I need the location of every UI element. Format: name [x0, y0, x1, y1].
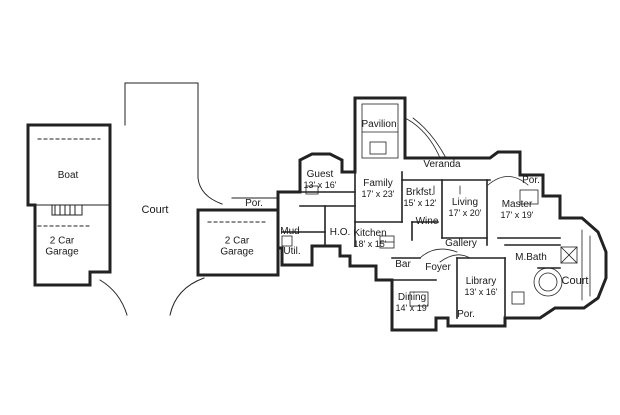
room-veranda-label: Veranda — [423, 158, 461, 171]
court-right-label: Court — [561, 275, 589, 288]
court-center-label: Court — [141, 204, 169, 217]
room-name: Foyer — [425, 261, 451, 273]
room-name: Family — [363, 178, 393, 190]
interior-walls — [281, 171, 561, 319]
room-name: Library — [465, 276, 497, 288]
room-name: Gallery — [445, 237, 477, 249]
room-size: 17' x 19' — [500, 209, 534, 220]
room-living-label: Living 17' x 20' — [449, 198, 482, 218]
room-name: 2 Car — [49, 235, 75, 247]
room-boat-label: Boat — [57, 169, 79, 182]
room-mud-label: Mud — [280, 225, 300, 238]
room-name: Por. — [522, 174, 540, 186]
room-size: 13' x 16' — [303, 179, 337, 190]
room-por-master-label: Por. — [522, 174, 540, 187]
room-garage-right-label: 2 Car Garage — [220, 235, 254, 258]
room-name: Util. — [283, 245, 301, 257]
room-size: 18' x 15' — [353, 238, 387, 249]
right-garage-building — [196, 208, 280, 277]
room-garage-left-label: 2 Car Garage — [45, 235, 79, 258]
room-name: Mud — [280, 225, 300, 237]
room-name: Court — [561, 275, 589, 288]
room-name: Por. — [245, 197, 263, 209]
room-name: H.O. — [329, 226, 351, 238]
room-master-label: Master 17' x 19' — [501, 200, 534, 220]
room-name: Brkfst. — [405, 187, 435, 199]
room-name: Wine — [415, 215, 439, 227]
room-brkfst-label: Brkfst. 15' x 12' — [404, 188, 437, 208]
room-wine-label: Wine — [415, 215, 439, 228]
room-por-left-label: Por. — [245, 197, 263, 210]
room-name: Pavilion — [361, 118, 397, 130]
room-name: Boat — [57, 169, 79, 181]
room-size: 13' x 16' — [464, 286, 498, 297]
room-name: Kitchen — [353, 228, 387, 240]
room-pavilion-label: Pavilion — [361, 118, 397, 131]
room-size: 17' x 20' — [448, 207, 482, 218]
room-size: 15' x 12' — [403, 197, 437, 208]
room-bar-label: Bar — [395, 258, 411, 271]
room-name: Guest — [306, 169, 334, 181]
room-name: Living — [451, 197, 479, 209]
main-house-outline — [276, 96, 608, 332]
room-name-line2: Garage — [45, 246, 79, 257]
room-por-bottom-label: Por. — [457, 308, 475, 321]
detail-lines — [281, 103, 591, 307]
room-library-label: Library 13' x 16' — [465, 277, 498, 297]
room-name: M.Bath — [515, 251, 547, 263]
room-size: 14' x 19' — [395, 302, 429, 313]
room-gallery-label: Gallery — [445, 237, 477, 250]
room-name: Master — [501, 199, 533, 211]
driveway-outline — [99, 82, 223, 316]
room-name: Por. — [457, 308, 475, 320]
room-name: Court — [141, 204, 169, 217]
room-name: Dining — [397, 292, 427, 304]
room-guest-label: Guest 13' x 16' — [304, 170, 337, 190]
room-foyer-label: Foyer — [425, 261, 451, 274]
room-family-label: Family 17' x 23' — [362, 179, 395, 199]
room-name: Veranda — [423, 158, 461, 170]
room-kitchen-label: Kitchen 18' x 15' — [353, 229, 386, 249]
room-name: Bar — [395, 258, 411, 270]
room-size: 17' x 23' — [361, 188, 395, 199]
room-ho-label: H.O. — [329, 226, 351, 239]
room-mbath-label: M.Bath — [515, 251, 547, 264]
room-name-line2: Garage — [220, 246, 254, 257]
room-name: 2 Car — [224, 235, 250, 247]
room-dining-label: Dining 14' x 19' — [396, 293, 429, 313]
room-util-label: Util. — [283, 245, 301, 258]
left-garage-inner — [27, 138, 111, 227]
